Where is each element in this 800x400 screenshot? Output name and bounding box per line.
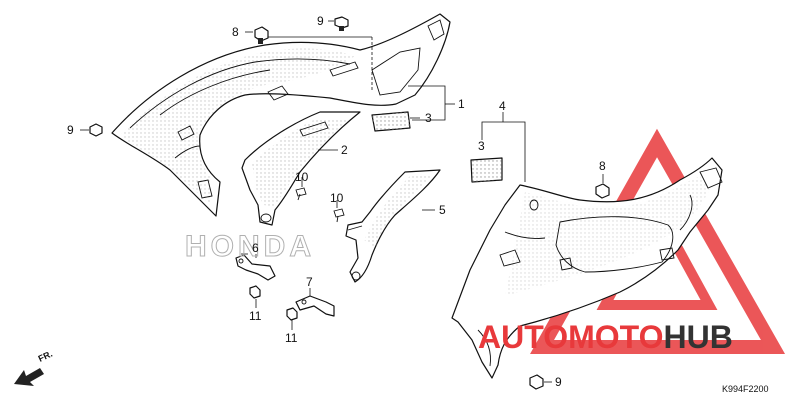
callout-7: 7 — [306, 275, 313, 289]
watermark-logo: AUTOMOTOHUB — [478, 319, 733, 355]
watermark-text: AUTOMOTOHUB — [478, 319, 733, 355]
inner-cover-part-5 — [345, 169, 441, 283]
honda-emblem-text: HONDA — [185, 230, 315, 263]
callout-1: 1 — [458, 97, 465, 111]
front-direction-label: FR. — [37, 349, 54, 364]
callout-9-top: 9 — [317, 14, 324, 28]
leader-lines — [80, 20, 604, 383]
bolt-8-top — [254, 26, 269, 44]
callout-5: 5 — [439, 203, 446, 217]
bolt-10-right — [333, 208, 345, 223]
bolt-9-bottom — [529, 374, 544, 390]
callout-9-bottom: 9 — [555, 375, 562, 389]
front-direction-indicator: FR. — [14, 349, 54, 386]
callout-10-mid: 10 — [295, 170, 309, 184]
right-shroud-part-4 — [451, 157, 723, 379]
callout-11-right: 11 — [285, 331, 298, 345]
callout-8-right: 8 — [599, 159, 606, 173]
bolt-11-right — [286, 307, 298, 321]
bolt-8-right — [595, 183, 610, 199]
callout-6: 6 — [252, 241, 259, 255]
left-shroud-part-1 — [111, 13, 451, 217]
emblem-tag-3-right — [470, 157, 503, 183]
stay-part-7 — [295, 295, 335, 317]
bolt-10-mid — [295, 187, 307, 201]
callout-3-right: 3 — [478, 139, 485, 153]
callout-10-right: 10 — [330, 191, 344, 205]
callout-2: 2 — [341, 143, 348, 157]
emblem-tag-3-left — [371, 111, 411, 132]
callout-3-left: 3 — [425, 111, 432, 125]
bolt-9-top — [334, 16, 349, 31]
bolt-9-left — [89, 123, 103, 137]
bolt-11-left — [249, 285, 261, 299]
callout-8-top: 8 — [232, 25, 239, 39]
diagram-part-code: K994F2200 — [722, 384, 769, 394]
stay-part-6 — [235, 254, 276, 281]
callout-4: 4 — [499, 99, 506, 113]
inner-cover-part-2 — [241, 111, 361, 226]
front-arrow-icon — [14, 368, 44, 386]
callout-11-left: 11 — [249, 309, 262, 323]
callout-9-left: 9 — [67, 123, 74, 137]
